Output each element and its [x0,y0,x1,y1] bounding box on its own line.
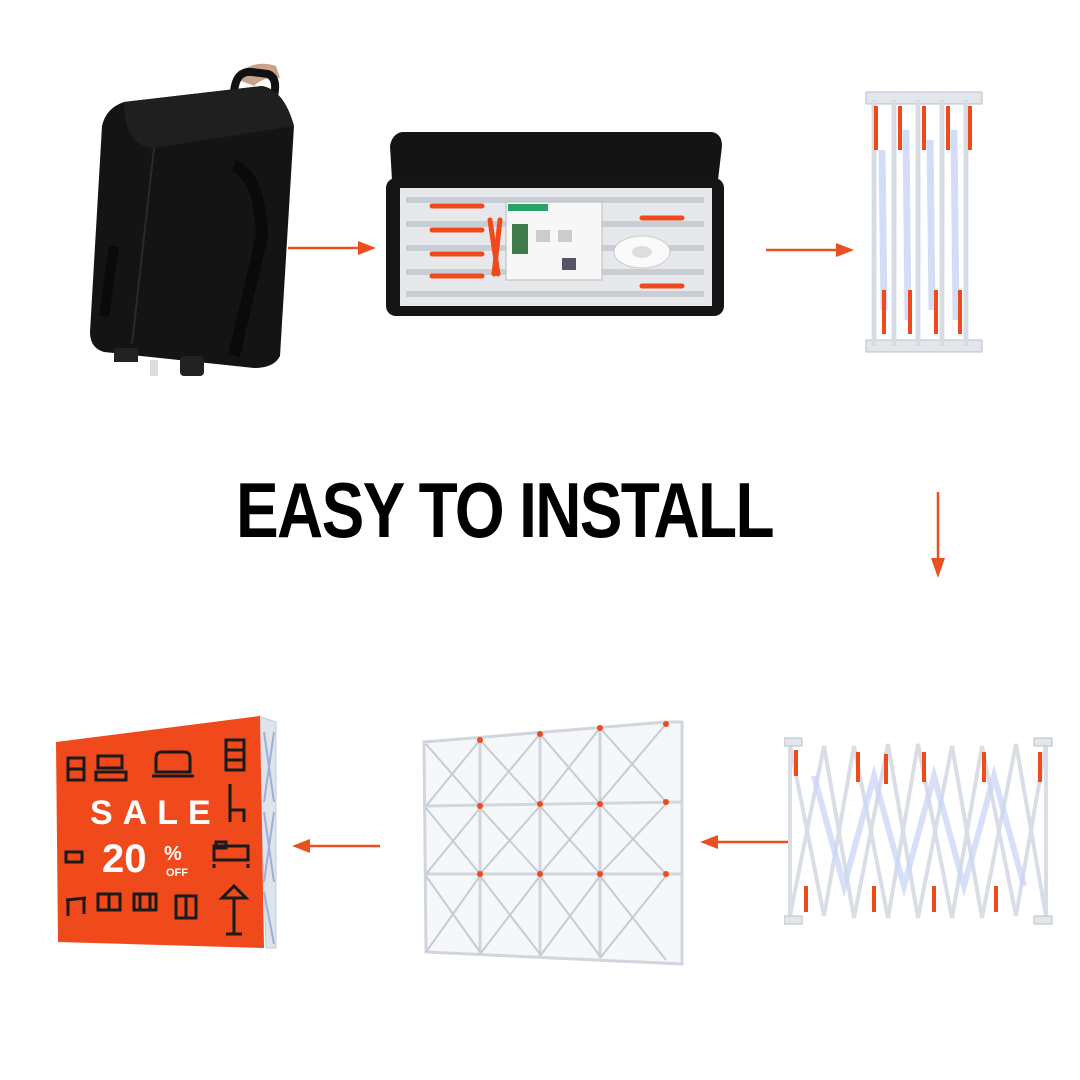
desk-icon-left [64,850,84,864]
banner-off-text: OFF [166,867,188,879]
sideboard-icon [96,892,122,912]
tv-stand-icon [94,754,128,782]
arrow-down-icon [931,492,945,578]
banner-percent-sign: % [164,843,182,865]
arrow-right-icon [288,241,376,255]
step-3-folded-frame [865,91,983,353]
arrow-right-icon [766,243,854,257]
bed-icon [212,840,250,868]
desk-icon [65,896,87,916]
step-5-expanded-frame [422,720,684,966]
banner-sale-text: SALE [90,794,221,832]
step-2-open-bag-with-frame [386,132,724,316]
arrow-left-icon [292,839,380,853]
step-4-expanding-frame [784,737,1053,925]
wardrobe-icon [174,894,198,920]
banner-discount-number: 20 [102,837,147,881]
step-6-finished-banner: SALE 20 % OFF [56,715,277,949]
sideboard-icon-2 [132,892,158,912]
step-1-rolling-bag [90,63,294,376]
drawer-cabinet-icon [224,738,246,772]
drawer-cabinet-icon-small [66,756,86,782]
floor-lamp-icon [218,883,250,936]
arrow-left-icon [700,835,788,849]
sofa-icon [152,750,194,778]
headline-title: EASY TO INSTALL [236,466,775,554]
chair-icon [228,784,246,822]
